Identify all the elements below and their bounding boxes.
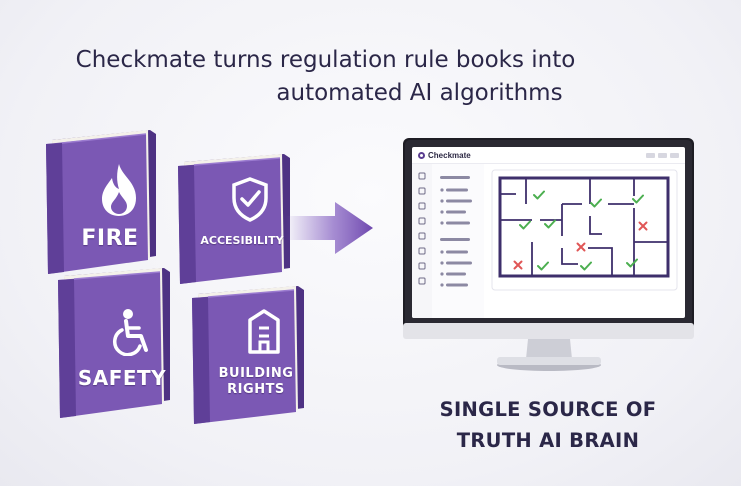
cross-icon (638, 218, 648, 236)
book-label: FIRE (81, 226, 139, 251)
check-icon (544, 216, 556, 234)
book-label-line-1: BUILDING (218, 366, 294, 381)
app-title-bar: Checkmate (412, 147, 685, 164)
wheelchair-icon (112, 308, 154, 356)
headline: Checkmate turns regulation rule books in… (0, 44, 741, 110)
window-button[interactable] (658, 153, 667, 158)
check-icon (632, 191, 644, 209)
check-icon (533, 187, 545, 205)
tagline-line-2: TRUTH AI BRAIN (456, 429, 640, 452)
book-safety: SAFETY (50, 262, 180, 420)
book-label: ACCESIBILITY (200, 234, 284, 247)
check-icon (519, 217, 531, 235)
check-icon (590, 195, 602, 213)
window-button[interactable] (670, 153, 679, 158)
cross-icon (576, 239, 586, 257)
shield-check-icon (230, 176, 270, 222)
book-label-line-2: RIGHTS (227, 382, 285, 397)
check-icon (626, 255, 638, 273)
arrow-right-icon (285, 198, 375, 263)
window-controls (646, 153, 679, 158)
headline-line-1: Checkmate turns regulation rule books in… (75, 47, 576, 73)
tagline-line-1: SINGLE SOURCE OF (439, 398, 657, 421)
checkmate-logo-icon (418, 151, 425, 159)
monitor: Checkmate (402, 137, 696, 382)
building-icon (246, 308, 282, 356)
book-building-rights: BUILDING RIGHTS (184, 282, 314, 426)
app-title: Checkmate (428, 150, 471, 160)
cross-icon (513, 257, 523, 275)
flame-icon (96, 162, 142, 218)
check-icon (537, 258, 549, 276)
window-button[interactable] (646, 153, 655, 158)
book-label: SAFETY (77, 366, 167, 390)
book-fire: FIRE (38, 126, 168, 276)
tagline: SINGLE SOURCE OF TRUTH AI BRAIN (400, 394, 696, 456)
app-screen: Checkmate (412, 147, 685, 318)
check-icon (580, 258, 592, 276)
book-accessibility: ACCESIBILITY (170, 150, 300, 285)
headline-line-2: automated AI algorithms (276, 80, 563, 106)
